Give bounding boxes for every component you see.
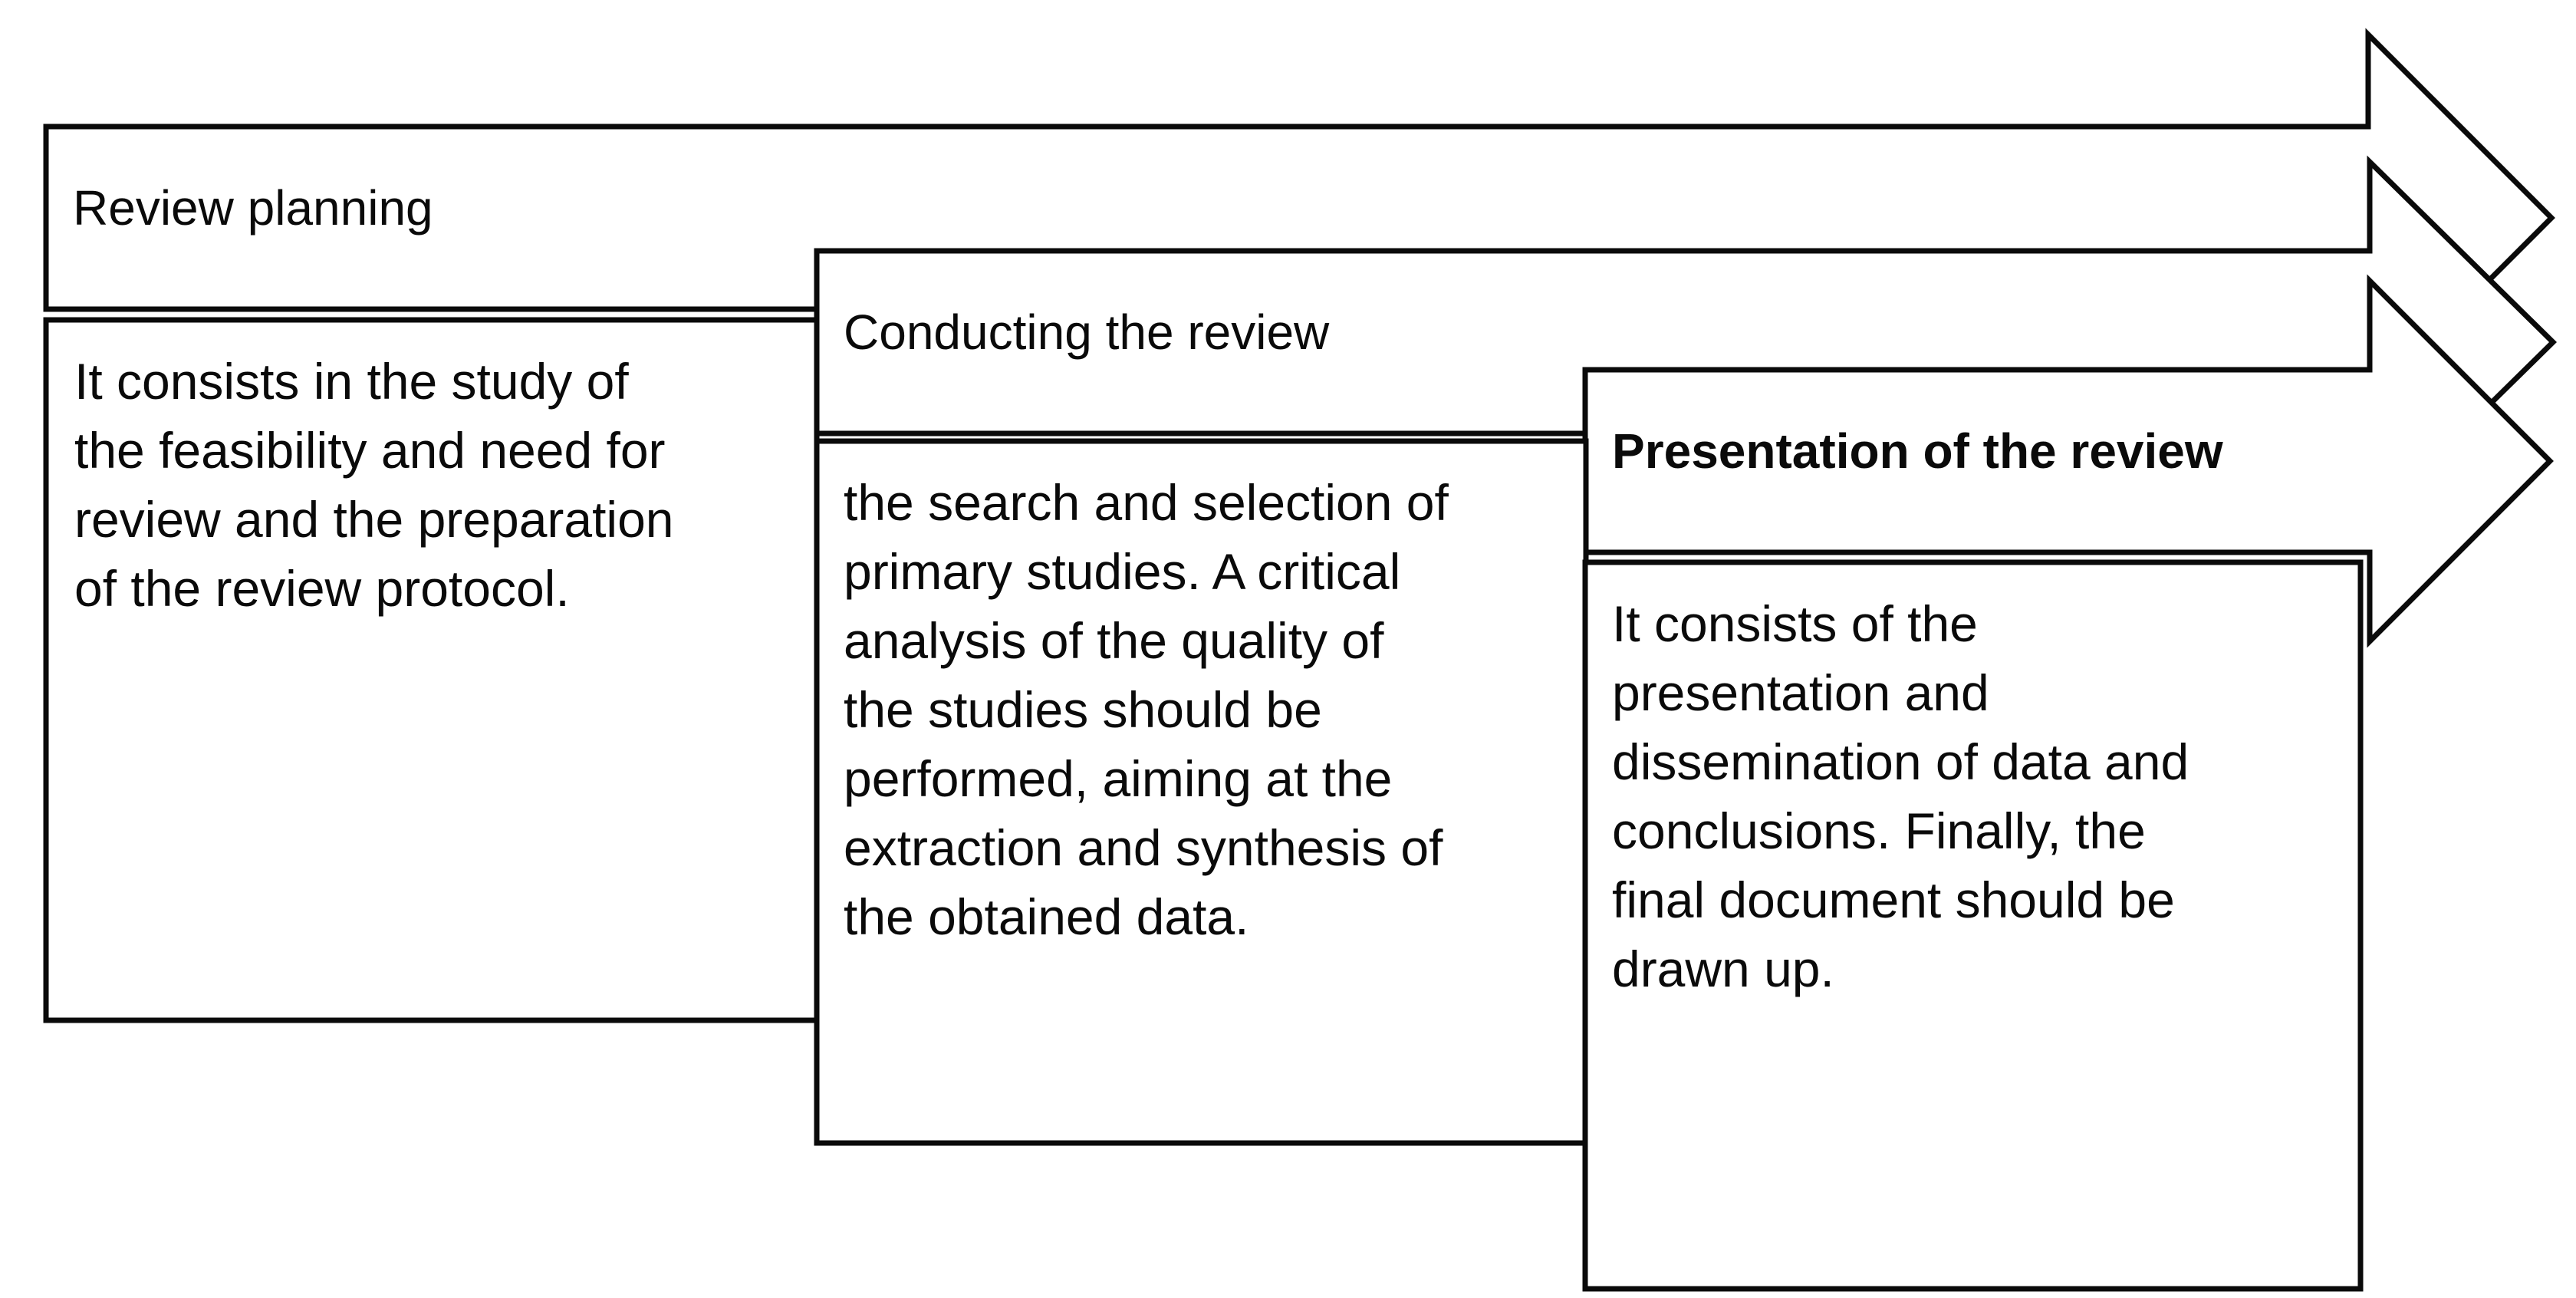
phase-description-conducting-review: the search and selection of primary stud… xyxy=(844,474,1449,945)
phase-description-review-planning: It consists in the study of the feasibil… xyxy=(74,353,674,617)
phase-description-presentation-review: It consists of the presentation and diss… xyxy=(1612,595,2189,997)
arrow-shape-presentation-review xyxy=(1582,274,2554,648)
phase-title-presentation-review: Presentation of the review xyxy=(1612,423,2223,479)
box-conducting-review-description xyxy=(814,438,1589,1146)
box-presentation-review-description xyxy=(1582,559,2364,1292)
phase-title-conducting-review: Conducting the review xyxy=(844,305,1330,360)
phase-title-review-planning: Review planning xyxy=(73,180,433,236)
